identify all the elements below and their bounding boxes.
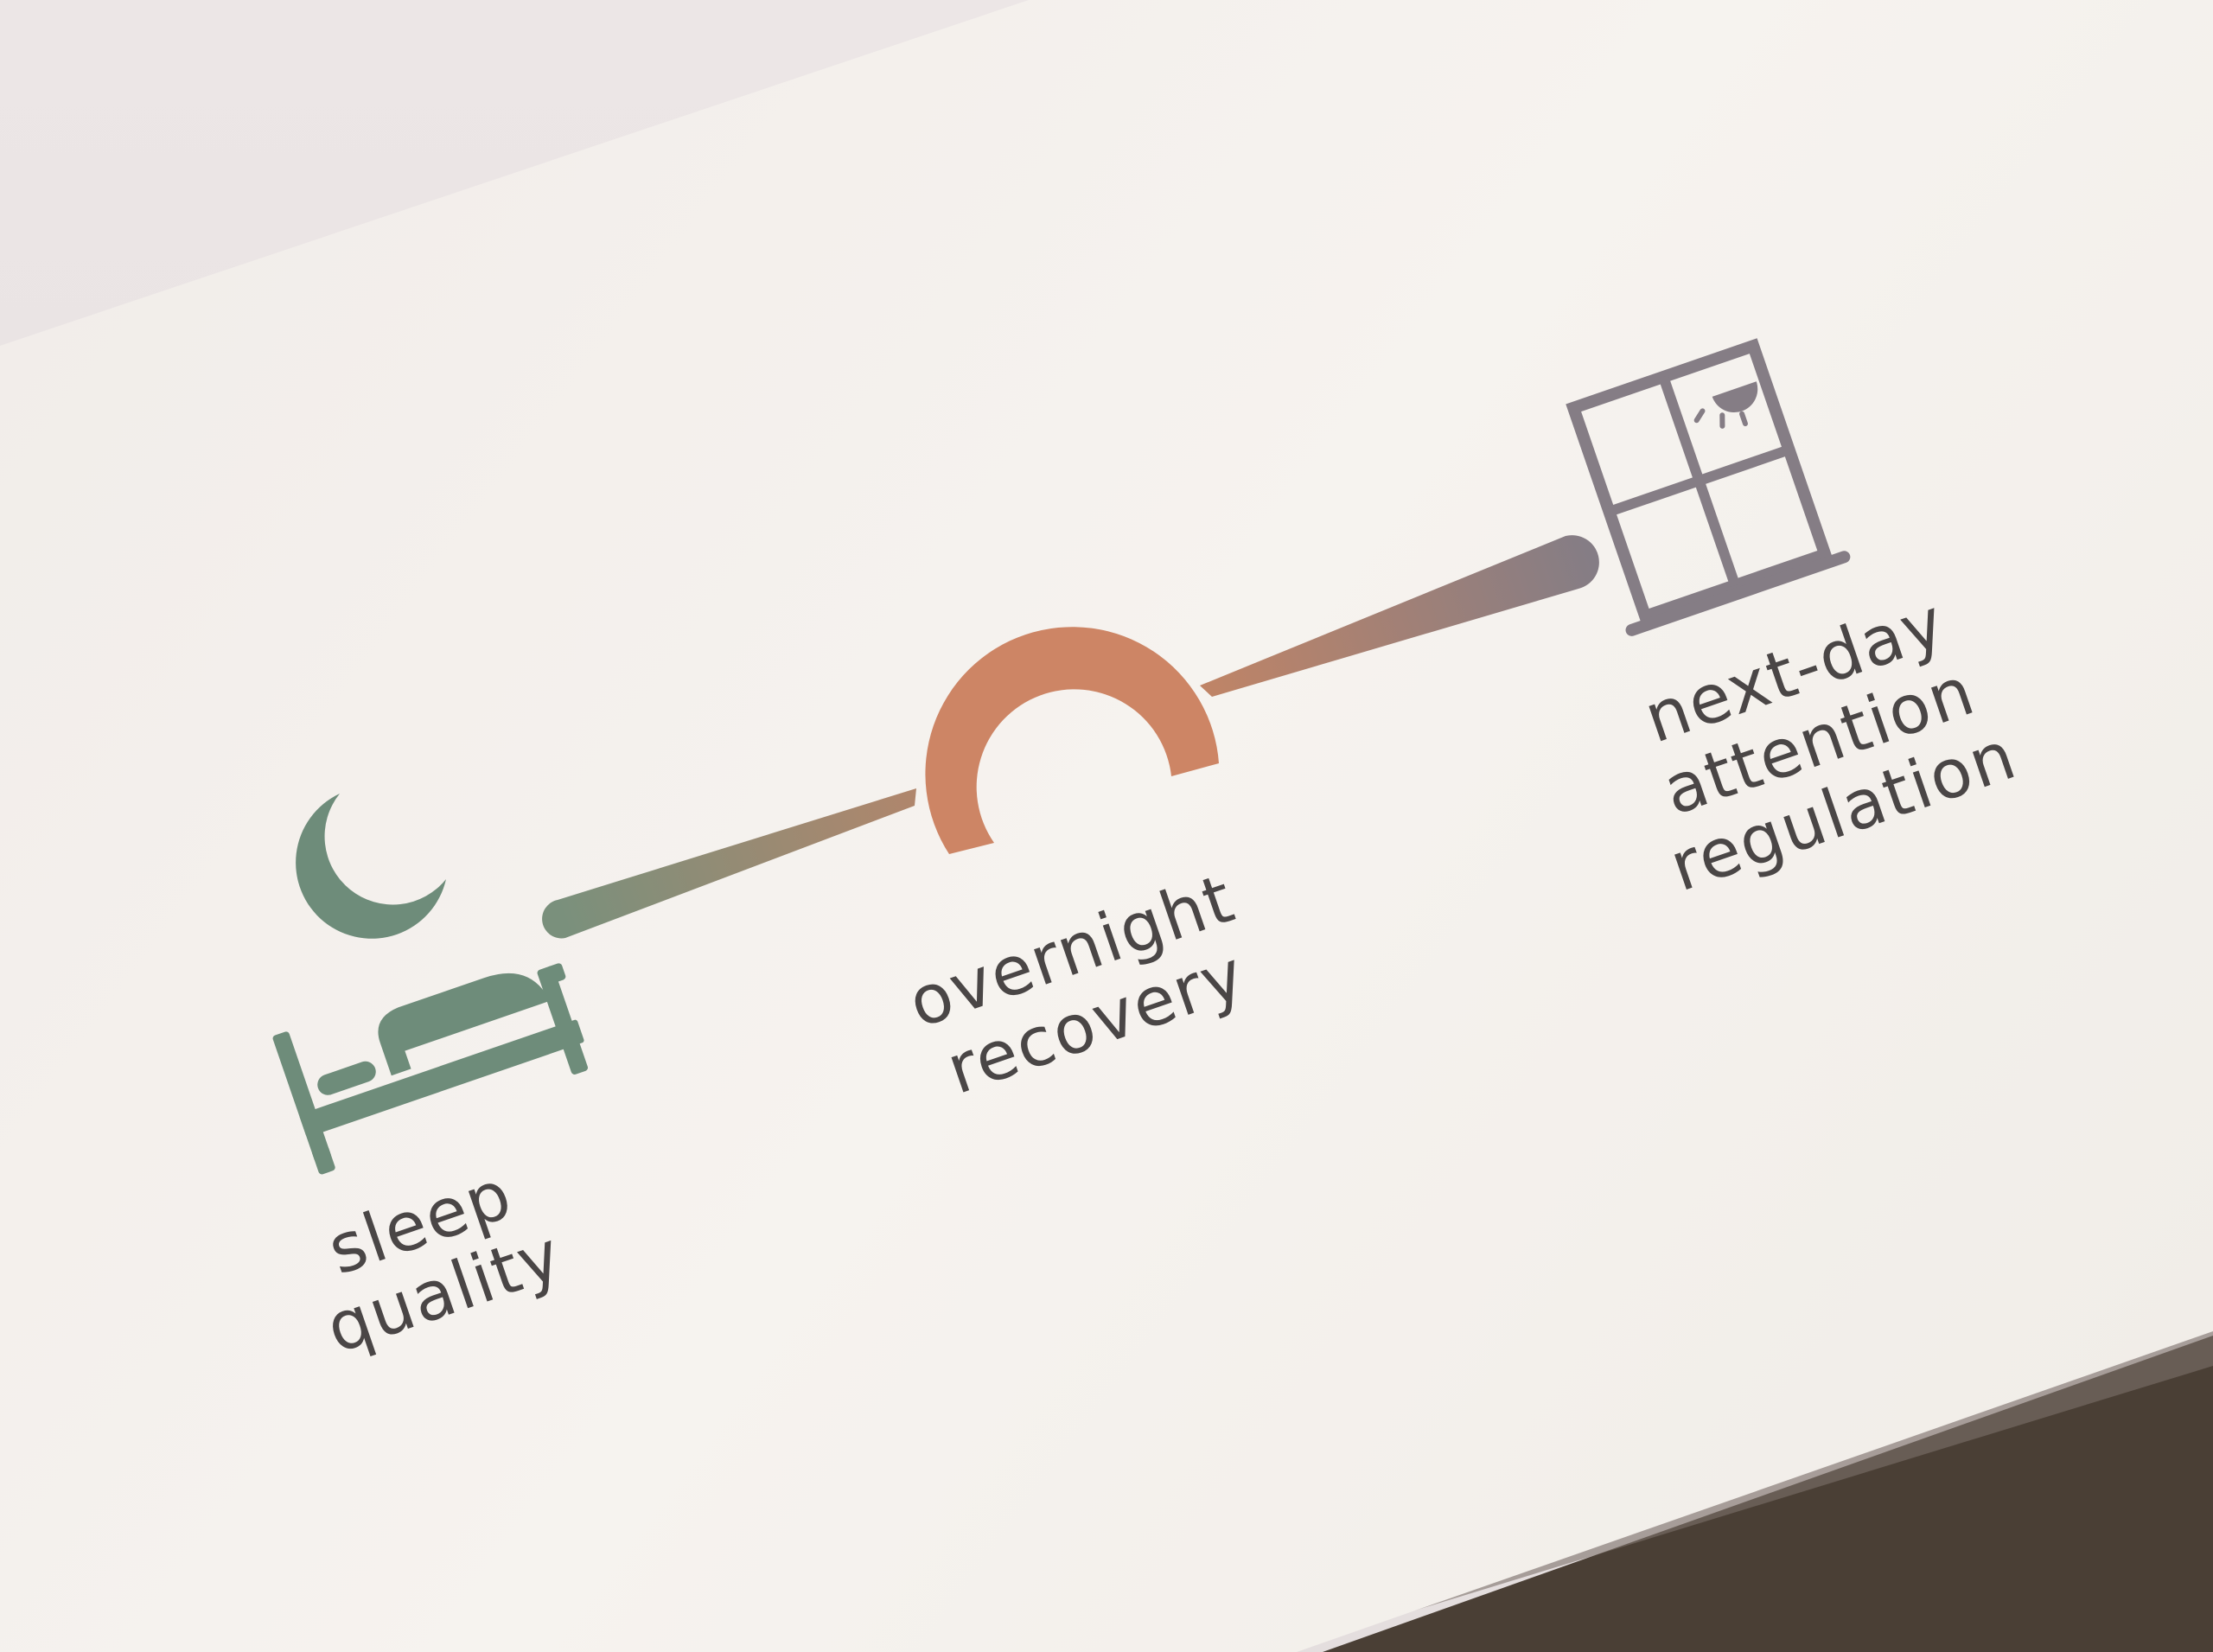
connector-sleep-to-recovery — [542, 788, 916, 939]
bed-moon-icon — [272, 794, 589, 1175]
window-sun-icon — [1566, 338, 1851, 636]
moon-crescent — [296, 794, 446, 939]
half-ring-icon — [925, 627, 1219, 854]
connector-recovery-to-attention — [1200, 535, 1599, 697]
bed-frame — [272, 963, 589, 1175]
